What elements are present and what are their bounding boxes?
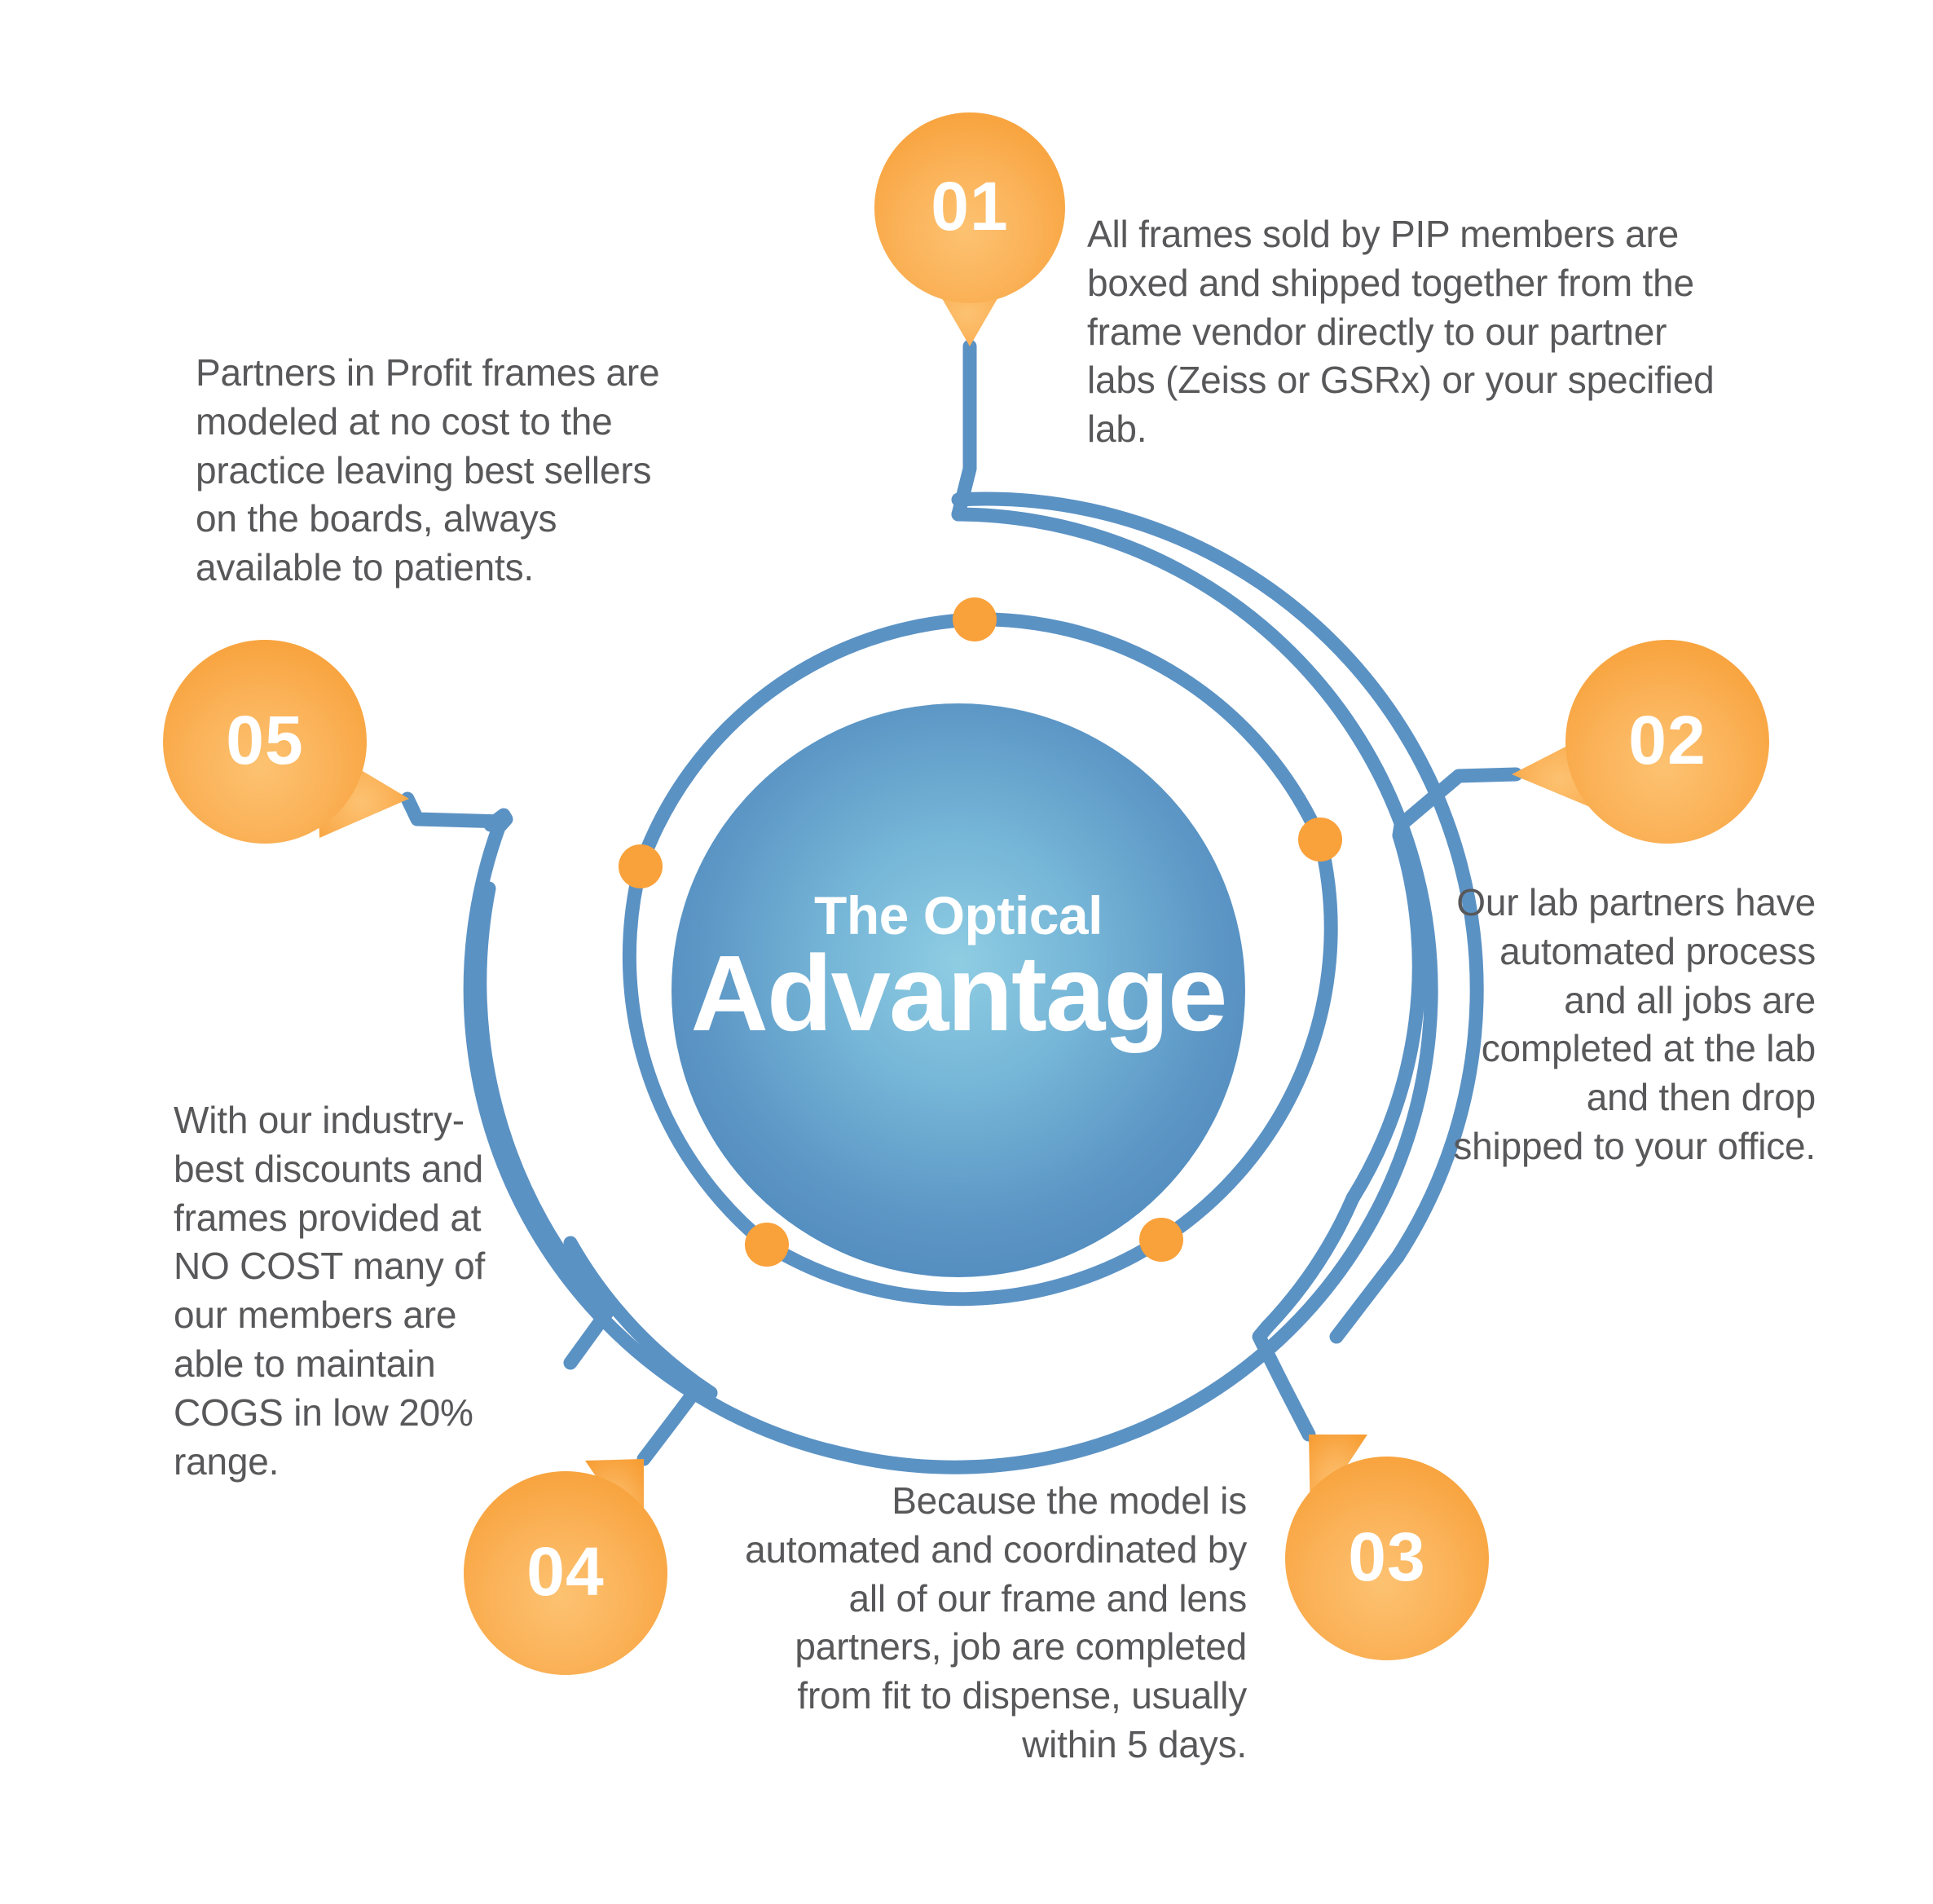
step-number-04: 04 xyxy=(526,1533,605,1610)
bubble-01-body xyxy=(874,112,1065,303)
ring-dot-bottom-right xyxy=(1139,1218,1183,1262)
step-bubble-05[interactable] xyxy=(163,640,409,844)
step-number-01: 01 xyxy=(931,168,1009,245)
bubble-05-body xyxy=(163,640,367,844)
mid-arc-right xyxy=(1345,828,1426,1205)
connector-03 xyxy=(1252,1320,1316,1442)
step-text-05: Partners in Profit frames are modeled at… xyxy=(196,351,660,589)
outer-arc-right xyxy=(951,507,1438,1228)
bubble-02-tail xyxy=(1512,722,1614,815)
outer-main-elbow-sw xyxy=(563,1305,614,1370)
connector-01 xyxy=(951,339,977,522)
connector-04 xyxy=(636,1378,718,1466)
center-label: The Optical Advantage xyxy=(673,884,1244,1096)
ring-dot-top xyxy=(953,597,997,641)
mid-arc-bl xyxy=(563,1236,718,1400)
step-number-02: 02 xyxy=(1628,702,1706,778)
mid-ring-arcs xyxy=(563,767,1523,1466)
connector-05-stub xyxy=(400,791,511,835)
ring-dot-right xyxy=(1298,818,1342,862)
step-bubble-02[interactable] xyxy=(1512,640,1769,844)
bubble-03-tail xyxy=(1309,1435,1367,1521)
step-text-01: All frames sold by PIP members are boxed… xyxy=(1087,213,1715,451)
bubble-01-tail xyxy=(919,259,1020,346)
step-bubble-01[interactable] xyxy=(874,112,1065,346)
center-label-line2: Advantage xyxy=(690,933,1228,1053)
ring-dot-left xyxy=(619,844,663,888)
step-number-05: 05 xyxy=(226,702,304,778)
center-label-line1: The Optical xyxy=(814,885,1103,945)
outer-arc-bottom xyxy=(836,1214,1379,1474)
inner-arc-right xyxy=(967,612,1328,847)
outer-main-arc-ne xyxy=(951,491,1484,1264)
bubble-05-tail xyxy=(316,743,409,838)
step-bubble-04[interactable] xyxy=(464,1459,667,1675)
bottom-arcs xyxy=(760,1214,1379,1474)
step-number-03: 03 xyxy=(1348,1518,1426,1595)
ring-dot-bottom-left xyxy=(745,1223,789,1267)
step-text-03: Because the model is automated and coord… xyxy=(745,1479,1247,1765)
mid-arc-br xyxy=(1260,1191,1360,1334)
bubble-04-body xyxy=(464,1471,667,1675)
bubble-03-body xyxy=(1285,1457,1489,1660)
inner-arc-top xyxy=(633,612,982,874)
bubble-02-body xyxy=(1565,640,1769,844)
inner-arc-bottom xyxy=(760,1232,1169,1307)
connector-02 xyxy=(1392,767,1523,843)
connector-05-joint xyxy=(483,808,513,835)
outer-main-elbow-se xyxy=(1329,1250,1405,1344)
step-text-02: Our lab partners have automated process … xyxy=(1453,881,1816,1167)
step-bubble-03[interactable] xyxy=(1285,1435,1489,1660)
step-text-04: With our industry-best discounts and fra… xyxy=(174,1099,486,1483)
bubble-04-tail xyxy=(585,1459,644,1547)
